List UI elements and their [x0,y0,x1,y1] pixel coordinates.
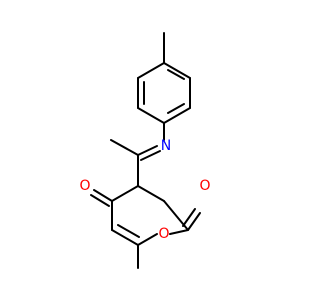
atom-o-lactone-label: O [199,178,210,194]
atom-o-ketone-label: O [79,178,90,194]
bond-c4-o [93,189,113,202]
atom-n-label: N [161,138,171,154]
bond-ring-c6-o1 [137,233,158,246]
bond-ar-3 [163,107,191,124]
bond-ar-inner-1 [167,69,185,80]
bond-ring-c5-c6-double [117,224,140,238]
bond-c2-o-double [182,208,196,227]
bond-ring-c3-c2-left [137,185,165,202]
bond-ring-c3-c4 [111,185,139,202]
bond-ring-c5-c6 [111,229,139,246]
bond-ar-inner-2 [167,103,185,114]
bond-ar-6 [137,62,165,79]
bond-c4-o-double [90,194,110,207]
bond-ar-1 [163,62,191,79]
bond-imine-2 [140,150,161,161]
bond-imine-methyl [110,139,139,156]
bond-ring-o1-c2 [169,229,189,235]
bond-c2-o [187,212,201,231]
bond-imine-1 [137,145,158,156]
molecule-diagram: N O O O [79,32,211,269]
atom-o-ring-label: O [158,226,169,242]
bond-ar-4 [137,107,165,124]
structure-svg: N O O O [79,32,211,269]
